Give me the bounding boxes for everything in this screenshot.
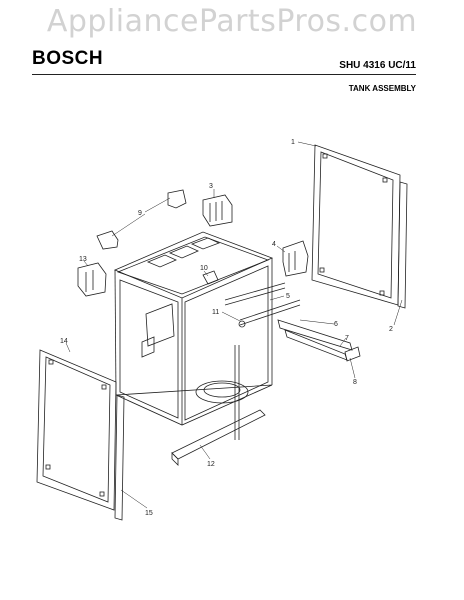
callout-8: 8: [353, 379, 357, 386]
part-side-strip-right: [397, 181, 408, 309]
part-mounting-clips: [96, 189, 187, 250]
callout-10: 10: [200, 265, 208, 272]
callout-5: 5: [286, 293, 290, 300]
part-nut: [238, 320, 246, 328]
callout-13: 13: [79, 256, 87, 263]
callout-11: 11: [212, 309, 219, 316]
section-title: TANK ASSEMBLY: [348, 84, 416, 93]
callout-12: 12: [207, 461, 215, 468]
callout-labels: 1 2 3 4 5 6 7 8 9 10 11 12 13 14 15: [60, 139, 393, 517]
header-rule: [32, 74, 416, 75]
part-rails-rods: [224, 282, 353, 440]
callout-9: 9: [138, 210, 142, 217]
part-hinge-bracket-left: [77, 262, 107, 297]
part-tub-assembly: [113, 231, 274, 426]
watermark: AppliancePartsPros.com: [46, 4, 418, 39]
callout-6: 6: [334, 321, 338, 328]
part-side-strip-left: [114, 394, 125, 521]
model-number: SHU 4316 UC/11: [339, 60, 416, 71]
part-bracket: [344, 346, 361, 362]
part-hinge-bracket-right: [282, 240, 309, 277]
callout-1: 1: [291, 139, 295, 146]
leader-lines: [65, 141, 403, 509]
part-bottom-rail: [171, 409, 266, 466]
part-fitting: [202, 270, 219, 285]
part-hinge-bracket-top: [202, 194, 233, 227]
part-side-panel-left: [36, 349, 117, 511]
callout-3: 3: [209, 183, 213, 190]
brand-logo: BOSCH: [32, 48, 104, 69]
callout-15: 15: [145, 510, 153, 517]
callout-2: 2: [389, 326, 393, 333]
part-side-panel-right: [311, 144, 401, 306]
callout-14: 14: [60, 338, 68, 345]
callout-7: 7: [345, 335, 349, 342]
callout-4: 4: [272, 241, 276, 248]
